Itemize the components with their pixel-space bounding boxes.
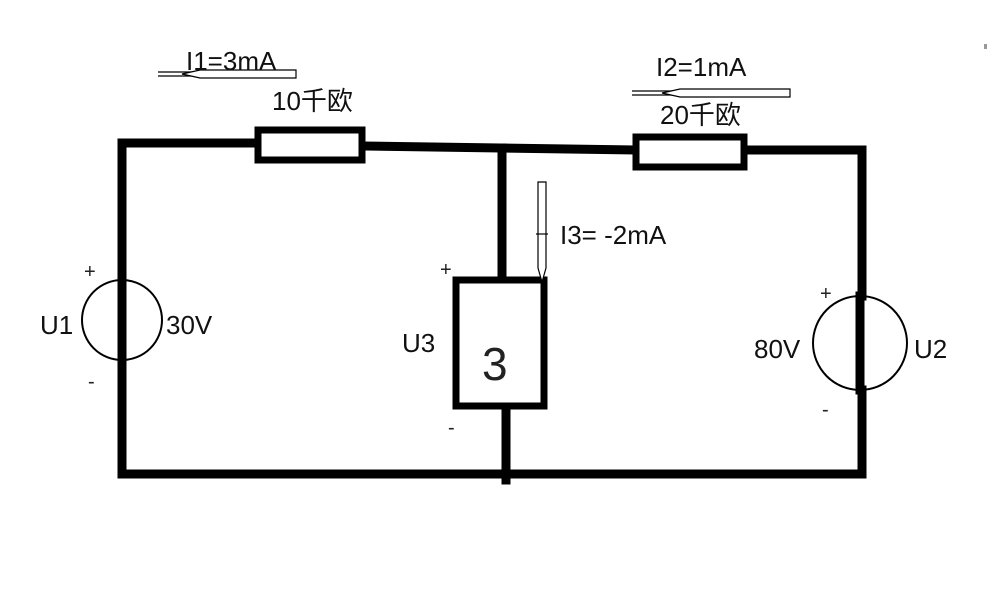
current-arrow-i2 [632,88,791,98]
wires [117,138,867,485]
resistor-r2 [632,133,748,171]
u1-plus-sign: + [84,261,96,283]
label-u2-name: U2 [914,334,947,364]
u1-minus-sign: - [88,371,95,393]
u2-plus-sign: + [820,283,832,305]
corner-speck [984,44,987,49]
resistor-r1 [254,126,366,164]
current-arrow-i3-body [537,181,547,285]
label-u2-value: 80V [754,334,801,364]
label-u1-value: 30V [166,310,213,340]
current-arrow-i2-head [661,88,791,98]
label-u3-box-value: 3 [482,338,508,390]
u2-minus-sign: - [822,399,829,421]
voltage-source-u1 [81,275,163,365]
current-arrow-i3 [536,181,548,285]
current-arrow-i1-head [181,69,297,79]
label-i3: I3= -2mA [560,220,667,250]
u3-plus-sign: + [440,259,452,281]
label-r2: 20千欧 [660,100,741,130]
u3-minus-sign: - [448,417,455,439]
label-i1: I1=3mA [186,46,277,76]
voltage-source-u2 [812,291,908,395]
label-r1: 10千欧 [272,86,353,116]
current-arrow-i1 [158,69,297,79]
label-u3-name: U3 [402,328,435,358]
label-i2: I2=1mA [656,52,747,82]
element-u3-box [452,276,548,410]
label-u1-name: U1 [40,310,73,340]
